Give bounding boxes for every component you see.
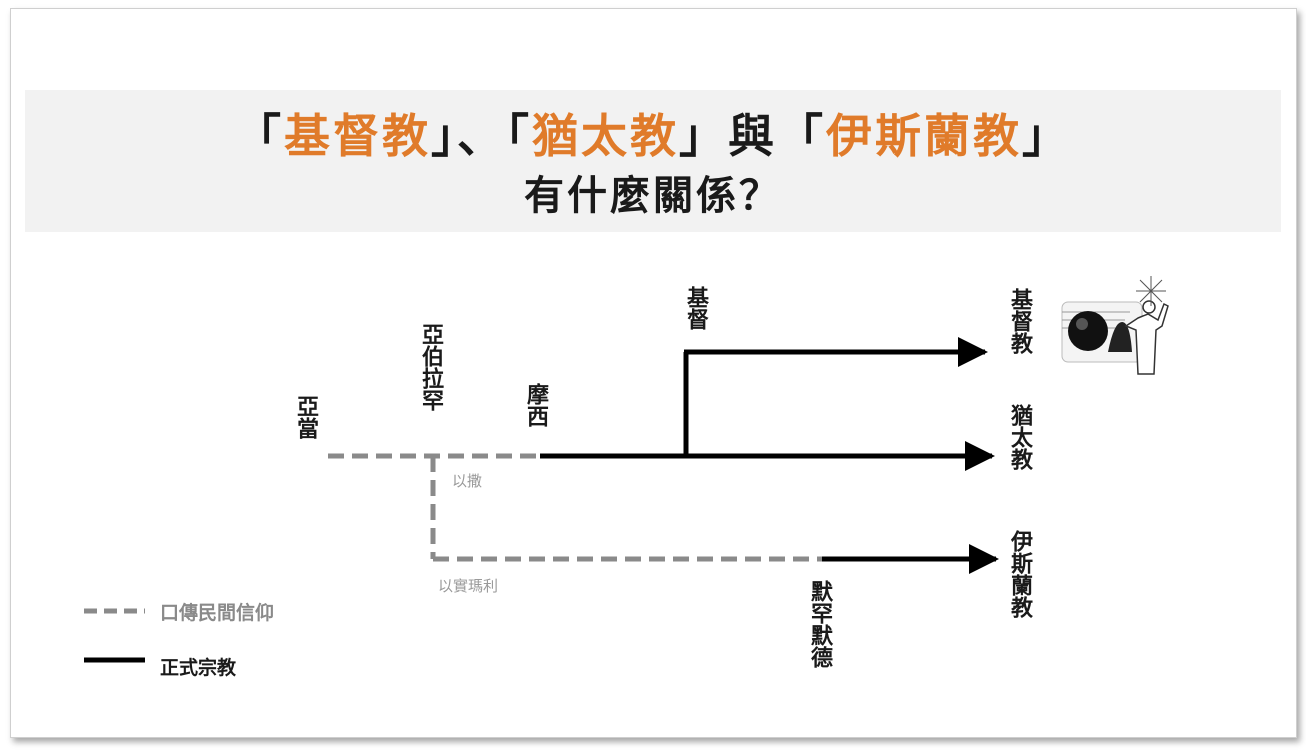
outcome-islam: 伊斯蘭教 xyxy=(1008,530,1034,618)
outcome-christianity: 基督教 xyxy=(1008,288,1034,354)
label-moses: 摩西 xyxy=(524,383,550,427)
label-ishmael: 以實瑪利 xyxy=(438,575,498,596)
outcome-judaism: 猶太教 xyxy=(1008,404,1034,470)
label-adam: 亞當 xyxy=(294,395,320,439)
legend-oral-label: 口傳民間信仰 xyxy=(160,598,274,625)
label-isaac: 以撒 xyxy=(452,470,482,491)
label-christ: 基督 xyxy=(684,286,710,330)
empty-tomb-resurrection-icon xyxy=(1062,276,1168,374)
label-muhammad: 默罕默德 xyxy=(808,580,834,668)
label-abraham: 亞伯拉罕 xyxy=(419,323,445,411)
legend-formal-label: 正式宗教 xyxy=(160,653,236,680)
